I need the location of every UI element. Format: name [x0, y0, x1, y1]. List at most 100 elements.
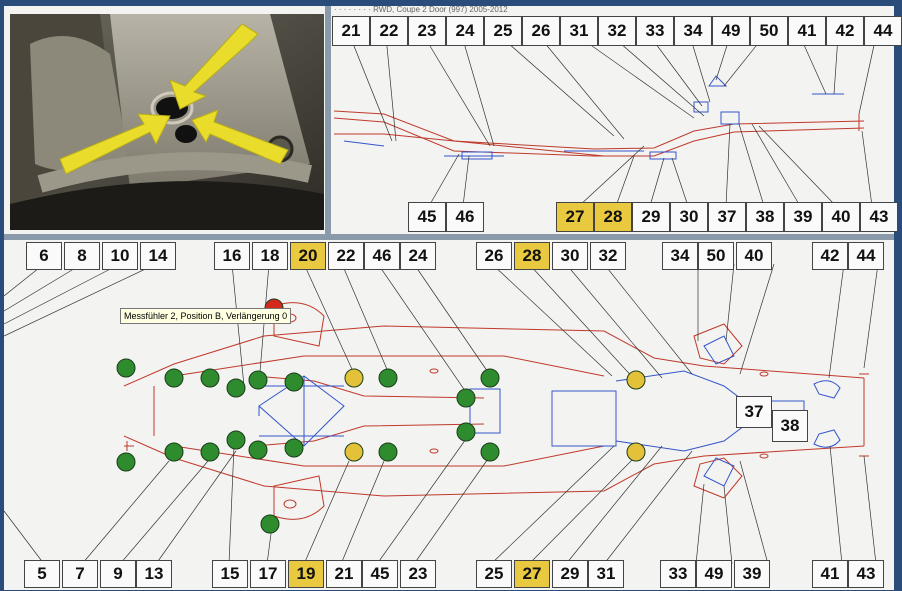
upper-bottom-label-39: 39 — [784, 202, 822, 232]
upper-bottom-label-45: 45 — [408, 202, 446, 232]
lower-bottom-label-29: 29 — [552, 560, 588, 588]
measurement-points — [116, 298, 646, 534]
upper-bottom-label-40: 40 — [822, 202, 860, 232]
upper-top-label-44: 44 — [864, 16, 902, 46]
upper-bottom-label-28: 28 — [594, 202, 632, 232]
upper-bottom-label-27: 27 — [556, 202, 594, 232]
upper-bottom-label-38: 38 — [746, 202, 784, 232]
upper-top-label-49: 49 — [712, 16, 750, 46]
upper-top-label-21: 21 — [332, 16, 370, 46]
measurement-point-green[interactable] — [200, 442, 220, 462]
measurement-point-green[interactable] — [456, 388, 476, 408]
upper-top-label-34: 34 — [674, 16, 712, 46]
measurement-screen: · · · · · · · · RWD, Coupe 2 Door (997) … — [4, 6, 902, 590]
lower-bottom-label-49: 49 — [696, 560, 732, 588]
measurement-point-green[interactable] — [116, 358, 136, 378]
measurement-point-green[interactable] — [226, 430, 246, 450]
lower-top-label-22: 22 — [328, 242, 364, 270]
side-view-leader-lines — [349, 35, 877, 207]
lower-bottom-label-13: 13 — [136, 560, 172, 588]
measurement-point-green[interactable] — [260, 514, 280, 534]
vertical-divider — [325, 6, 331, 234]
lower-bottom-label-33: 33 — [660, 560, 696, 588]
measurement-point-green[interactable] — [284, 438, 304, 458]
upper-top-label-42: 42 — [826, 16, 864, 46]
upper-top-label-31: 31 — [560, 16, 598, 46]
lower-bottom-label-31: 31 — [588, 560, 624, 588]
upper-top-label-41: 41 — [788, 16, 826, 46]
measurement-point-green[interactable] — [164, 368, 184, 388]
lower-top-label-8: 8 — [64, 242, 100, 270]
lower-bottom-label-21: 21 — [326, 560, 362, 588]
measurement-point-green[interactable] — [116, 452, 136, 472]
chassis-diagrams — [4, 35, 879, 565]
upper-top-label-32: 32 — [598, 16, 636, 46]
lower-bottom-label-17: 17 — [250, 560, 286, 588]
camera-photo-icon — [10, 14, 324, 230]
lower-bottom-label-27: 27 — [514, 560, 550, 588]
measurement-point-green[interactable] — [284, 372, 304, 392]
lower-top-label-44: 44 — [848, 242, 884, 270]
measurement-point-green[interactable] — [226, 378, 246, 398]
lower-bottom-label-39: 39 — [734, 560, 770, 588]
lower-top-label-18: 18 — [252, 242, 288, 270]
measurement-point-yellow[interactable] — [344, 368, 364, 388]
lower-top-label-28: 28 — [514, 242, 550, 270]
underbody-frame — [123, 302, 869, 520]
lower-bottom-label-23: 23 — [400, 560, 436, 588]
upper-bottom-label-46: 46 — [446, 202, 484, 232]
vehicle-header: · · · · · · · · RWD, Coupe 2 Door (997) … — [334, 6, 508, 14]
measurement-point-green[interactable] — [378, 368, 398, 388]
lower-top-label-50: 50 — [698, 242, 734, 270]
reference-photo — [10, 14, 324, 230]
side-view-frame — [333, 75, 865, 160]
upper-bottom-label-43: 43 — [860, 202, 898, 232]
lower-top-label-20: 20 — [290, 242, 326, 270]
measurement-point-green[interactable] — [248, 370, 268, 390]
measurement-point-green[interactable] — [480, 442, 500, 462]
lower-bottom-label-15: 15 — [212, 560, 248, 588]
side-label-38: 38 — [772, 410, 808, 442]
upper-top-label-26: 26 — [522, 16, 560, 46]
probe-tooltip: Messfühler 2, Position B, Verlängerung 0 — [120, 308, 292, 324]
horizontal-divider — [4, 234, 894, 240]
measurement-point-green[interactable] — [378, 442, 398, 462]
upper-top-label-22: 22 — [370, 16, 408, 46]
measurement-point-green[interactable] — [164, 442, 184, 462]
upper-bottom-label-30: 30 — [670, 202, 708, 232]
upper-top-label-23: 23 — [408, 16, 446, 46]
measurement-point-yellow[interactable] — [626, 442, 646, 462]
lower-top-label-14: 14 — [140, 242, 176, 270]
upper-top-label-33: 33 — [636, 16, 674, 46]
upper-top-label-50: 50 — [750, 16, 788, 46]
lower-bottom-label-41: 41 — [812, 560, 848, 588]
lower-top-label-46: 46 — [364, 242, 400, 270]
lower-top-label-6: 6 — [26, 242, 62, 270]
upper-bottom-label-29: 29 — [632, 202, 670, 232]
lower-top-label-26: 26 — [476, 242, 512, 270]
lower-bottom-label-5: 5 — [24, 560, 60, 588]
measurement-point-green[interactable] — [200, 368, 220, 388]
lower-bottom-label-25: 25 — [476, 560, 512, 588]
underbody-leader-lines — [4, 263, 879, 565]
measurement-point-green[interactable] — [456, 422, 476, 442]
upper-bottom-label-37: 37 — [708, 202, 746, 232]
measurement-point-green[interactable] — [248, 440, 268, 460]
lower-top-label-42: 42 — [812, 242, 848, 270]
lower-bottom-label-9: 9 — [100, 560, 136, 588]
lower-top-label-40: 40 — [736, 242, 772, 270]
lower-top-label-24: 24 — [400, 242, 436, 270]
measurement-point-yellow[interactable] — [626, 370, 646, 390]
measurement-point-green[interactable] — [480, 368, 500, 388]
measurement-point-yellow[interactable] — [344, 442, 364, 462]
lower-top-label-32: 32 — [590, 242, 626, 270]
lower-top-label-16: 16 — [214, 242, 250, 270]
lower-top-label-34: 34 — [662, 242, 698, 270]
lower-top-label-10: 10 — [102, 242, 138, 270]
lower-bottom-label-7: 7 — [62, 560, 98, 588]
side-label-37: 37 — [736, 396, 772, 428]
lower-top-label-30: 30 — [552, 242, 588, 270]
upper-top-label-24: 24 — [446, 16, 484, 46]
upper-top-label-25: 25 — [484, 16, 522, 46]
